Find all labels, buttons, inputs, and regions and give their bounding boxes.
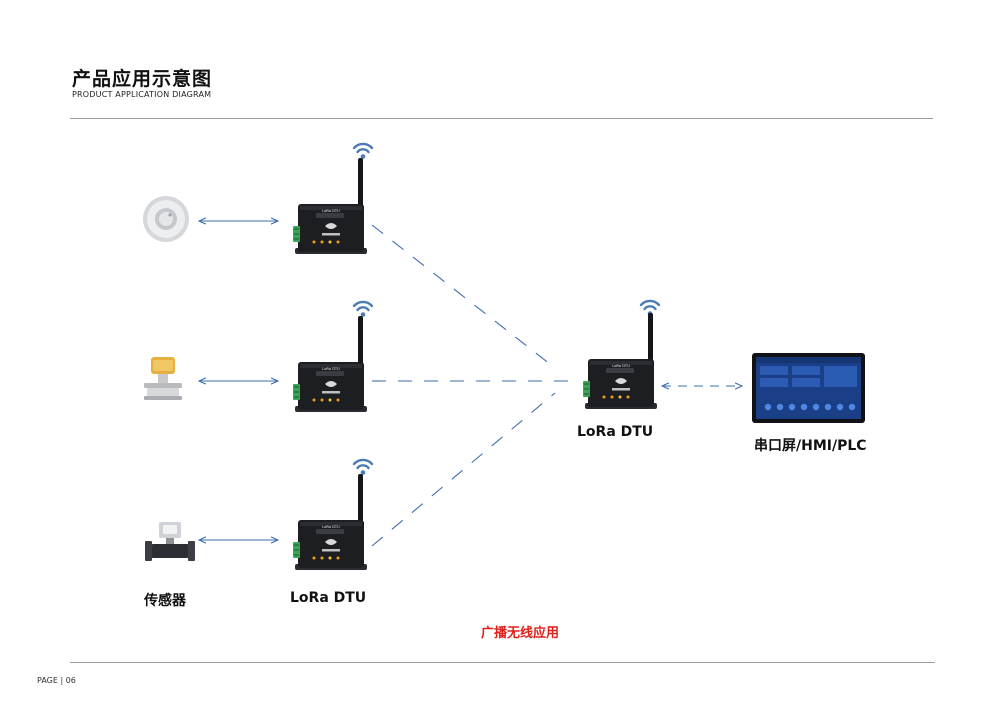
dtu-device-3 (293, 458, 374, 570)
page-title: 产品应用示意图 (72, 68, 213, 90)
pressure-transmitter-icon (144, 357, 182, 400)
hmi-screen-icon (752, 353, 865, 423)
flow-meter-icon (145, 522, 195, 561)
dtu-badge-2: LoRa DTU (322, 367, 340, 371)
dtu-device-1 (293, 142, 374, 254)
wireless-link-bottom (371, 392, 556, 547)
dtu-badge-center: LoRa DTU (612, 364, 630, 368)
dtu-device-center (583, 299, 661, 409)
sensor-links (199, 221, 278, 540)
wifi-signal-icon (352, 142, 374, 161)
wifi-signal-icon (352, 300, 374, 318)
dtu-badge-3: LoRa DTU (322, 525, 340, 529)
wireless-link-top (371, 224, 556, 369)
page-subtitle: PRODUCT APPLICATION DIAGRAM (72, 90, 212, 99)
dtu-badge-1: LoRa DTU (322, 209, 340, 213)
smoke-detector-icon (143, 196, 189, 242)
sensor-label: 传感器 (144, 593, 186, 609)
broadcast-caption: 广播无线应用 (481, 626, 560, 641)
wireless-links (371, 224, 568, 547)
bottom-divider (70, 662, 935, 663)
top-divider (70, 118, 933, 119)
page-number: PAGE | 06 (37, 676, 76, 685)
wifi-signal-icon (352, 458, 374, 476)
dtu-left-label: LoRa DTU (290, 590, 367, 606)
dtu-center-label: LoRa DTU (577, 424, 654, 440)
dtu-device-2 (293, 300, 374, 412)
hmi-label: 串口屏/HMI/PLC (754, 438, 867, 454)
